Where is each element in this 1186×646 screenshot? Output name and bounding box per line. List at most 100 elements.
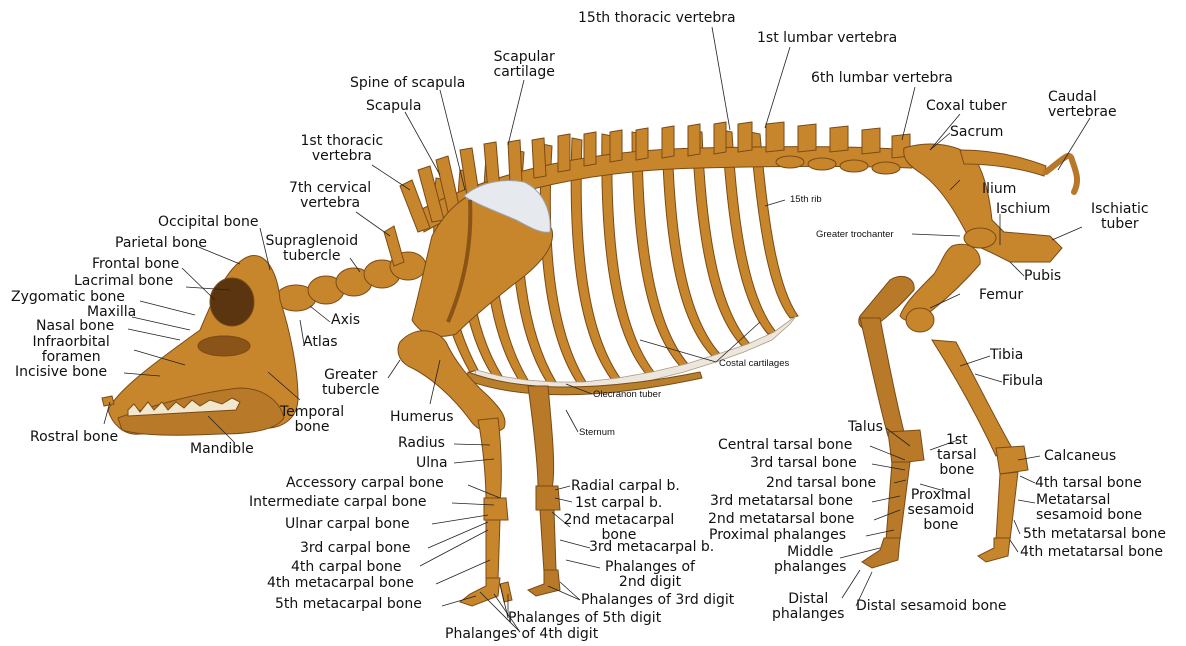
- label-line: 4th metacarpal bone: [267, 576, 414, 591]
- label-line: Proximal phalanges: [709, 528, 846, 543]
- label-line: Proximal: [908, 488, 975, 503]
- label-line: 4th carpal bone: [291, 560, 402, 575]
- label-line: Frontal bone: [92, 257, 179, 272]
- label-line: tarsal: [937, 448, 977, 463]
- label-proximal-phalanges: Proximal phalanges: [709, 528, 846, 543]
- label-line: 7th cervical: [289, 181, 371, 196]
- label-line: Occipital bone: [158, 215, 258, 230]
- label-line: 1st carpal b.: [575, 496, 662, 511]
- label-line: Ulna: [416, 456, 448, 471]
- label-line: Scapular: [494, 50, 555, 65]
- label-line: 2nd tarsal bone: [766, 476, 876, 491]
- label-line: tuber: [1091, 217, 1149, 232]
- label-line: Incisive bone: [15, 365, 107, 380]
- label-line: Tibia: [990, 348, 1023, 363]
- label-pubis: Pubis: [1024, 269, 1061, 284]
- label-metatarsal2: 2nd metatarsal bone: [708, 512, 854, 527]
- label-line: 15th rib: [790, 194, 822, 205]
- label-line: Axis: [331, 313, 360, 328]
- label-line: 4th tarsal bone: [1035, 476, 1142, 491]
- label-greater-trochanter: Greater trochanter: [816, 229, 894, 240]
- label-line: Distal sesamoid bone: [856, 599, 1007, 614]
- label-line: Supraglenoid: [266, 234, 359, 249]
- label-incisive: Incisive bone: [15, 365, 107, 380]
- label-line: Accessory carpal bone: [286, 476, 444, 491]
- label-ischiatic-tuber: Ischiatictuber: [1091, 202, 1149, 232]
- label-ulna: Ulna: [416, 456, 448, 471]
- label-lumbar1: 1st lumbar vertebra: [757, 31, 897, 46]
- label-line: 5th metacarpal bone: [275, 597, 422, 612]
- label-line: Sternum: [579, 427, 615, 438]
- label-line: Greater trochanter: [816, 229, 894, 240]
- label-line: vertebrae: [1048, 105, 1117, 120]
- label-femur: Femur: [979, 288, 1023, 303]
- label-line: Coxal tuber: [926, 99, 1007, 114]
- label-line: 4th metatarsal bone: [1020, 545, 1163, 560]
- label-line: sesamoid: [908, 503, 975, 518]
- label-radial-carpal: Radial carpal b.: [571, 479, 680, 494]
- label-frontal: Frontal bone: [92, 257, 179, 272]
- label-sternum: Sternum: [579, 427, 615, 438]
- label-carpal1: 1st carpal b.: [575, 496, 662, 511]
- label-tibia: Tibia: [990, 348, 1023, 363]
- label-phalanges-4th: Phalanges of 4th digit: [445, 627, 598, 642]
- label-line: Central tarsal bone: [718, 438, 852, 453]
- label-distal-sesamoid: Distal sesamoid bone: [856, 599, 1007, 614]
- label-line: Ischium: [996, 202, 1050, 217]
- label-line: Intermediate carpal bone: [249, 495, 427, 510]
- label-intermediate-carpal: Intermediate carpal bone: [249, 495, 427, 510]
- label-line: Phalanges of 5th digit: [508, 611, 661, 626]
- label-central-tarsal: Central tarsal bone: [718, 438, 852, 453]
- label-line: 1st thoracic: [301, 134, 384, 149]
- label-line: Spine of scapula: [350, 76, 465, 91]
- label-line: 2nd metacarpal: [564, 513, 675, 528]
- label-line: Fibula: [1002, 374, 1043, 389]
- label-line: 3rd metacarpal b.: [589, 540, 714, 555]
- label-line: Ischiatic: [1091, 202, 1149, 217]
- label-tarsal3: 3rd tarsal bone: [750, 456, 857, 471]
- label-line: 2nd digit: [605, 575, 695, 590]
- label-metatarsal3: 3rd metatarsal bone: [710, 494, 853, 509]
- label-line: Sacrum: [950, 125, 1003, 140]
- label-tarsal2: 2nd tarsal bone: [766, 476, 876, 491]
- label-line: Radius: [398, 436, 445, 451]
- label-line: Mandible: [190, 442, 254, 457]
- label-line: Temporal: [280, 405, 344, 420]
- label-line: Olecranon tuber: [593, 389, 661, 400]
- label-line: tubercle: [322, 383, 380, 398]
- label-ilium: Ilium: [982, 182, 1016, 197]
- label-metacarpal4: 4th metacarpal bone: [267, 576, 414, 591]
- label-fibula: Fibula: [1002, 374, 1043, 389]
- label-costal-cartilages: Costal cartilages: [719, 358, 789, 369]
- label-atlas: Atlas: [303, 335, 338, 350]
- label-occipital: Occipital bone: [158, 215, 258, 230]
- label-line: 6th lumbar vertebra: [811, 71, 953, 86]
- label-line: Infraorbital: [33, 335, 110, 350]
- label-line: Talus: [848, 420, 883, 435]
- label-line: Radial carpal b.: [571, 479, 680, 494]
- label-line: cartilage: [494, 65, 555, 80]
- label-accessory-carpal: Accessory carpal bone: [286, 476, 444, 491]
- label-line: Nasal bone: [36, 319, 114, 334]
- label-line: Greater: [322, 368, 380, 383]
- label-axis: Axis: [331, 313, 360, 328]
- label-sacrum: Sacrum: [950, 125, 1003, 140]
- label-metatarsal4: 4th metatarsal bone: [1020, 545, 1163, 560]
- label-lacrimal: Lacrimal bone: [74, 274, 173, 289]
- label-thoracic15: 15th thoracic vertebra: [578, 11, 736, 26]
- label-supraglenoid: Supraglenoidtubercle: [266, 234, 359, 264]
- label-line: Lacrimal bone: [74, 274, 173, 289]
- label-line: sesamoid bone: [1036, 508, 1142, 523]
- label-metacarpal5: 5th metacarpal bone: [275, 597, 422, 612]
- label-line: Atlas: [303, 335, 338, 350]
- label-line: 3rd carpal bone: [300, 541, 411, 556]
